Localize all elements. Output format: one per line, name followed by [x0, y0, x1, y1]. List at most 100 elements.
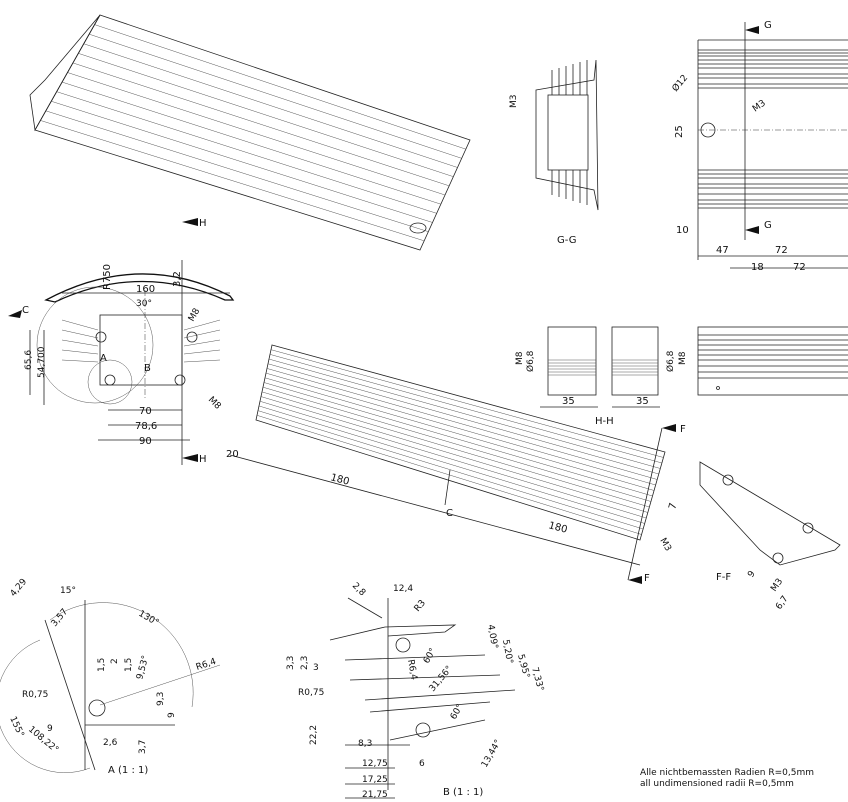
- dia-12: Ø12: [670, 73, 690, 94]
- side-view-fin-lines: [698, 334, 848, 379]
- drawing-line: [183, 339, 221, 347]
- dim-21-75: 21,75: [362, 790, 388, 800]
- drawing-line: [56, 91, 437, 214]
- fins-right: [183, 319, 221, 363]
- section-hh-hatch: [548, 359, 658, 376]
- dia-6-8-left: Ø6,8: [525, 350, 536, 372]
- drawing-line: [72, 62, 450, 187]
- drawing-line: [78, 53, 454, 177]
- angle-108-22: 108,22°: [26, 725, 60, 756]
- drawing-line: [94, 24, 466, 150]
- dim-2: 2: [110, 658, 120, 664]
- radius-6-4-a: R6,4: [195, 657, 218, 673]
- angle-5-20: 5,20°: [500, 639, 514, 665]
- detail-title-b: B (1 : 1): [443, 787, 483, 798]
- drawing-line: [265, 372, 656, 486]
- dim-12-4: 12,4: [393, 584, 413, 594]
- drawing-line: [67, 72, 446, 196]
- dim-78-6: 78,6: [135, 421, 157, 432]
- detail-b-circle: [87, 359, 133, 405]
- top-view-fin-lines: [698, 49, 848, 209]
- dim-54-700: 54,700: [37, 346, 47, 378]
- dim-18: 18: [751, 262, 764, 273]
- section-title-ff: F-F: [716, 572, 731, 583]
- dim-9-b: 9: [47, 724, 53, 734]
- dim-3-57: 3,57: [50, 607, 71, 629]
- detail-title-a: A (1 : 1): [108, 765, 148, 776]
- dim-8-3: 8,3: [358, 739, 372, 749]
- dim-180-right: 180: [547, 520, 568, 536]
- dim-160: 160: [136, 284, 155, 295]
- drawing-line: [61, 329, 99, 339]
- dim-1-5-b: 1,5: [124, 658, 134, 672]
- dim-30deg: 30°: [136, 299, 152, 309]
- drawing-line: [264, 377, 655, 491]
- isometric-view: [29, 14, 471, 251]
- section-marker-c: C: [22, 305, 29, 316]
- screw-channel: [95, 331, 107, 343]
- drawing-line: [266, 368, 658, 480]
- section-marker-c-long: C: [446, 508, 453, 519]
- thread-m3-gg: M3: [509, 95, 519, 109]
- thread-m8-left: M8: [515, 351, 525, 365]
- detail-a-view: 4,29 15° 3,57 130° 1,5 2 1,5 9,53° R6,4 …: [0, 577, 221, 776]
- angle-9-53: 9,53°: [135, 654, 151, 680]
- screw-channel: [104, 374, 116, 386]
- dim-2-6: 2,6: [103, 738, 118, 748]
- dim-3-2: 3,2: [172, 271, 183, 287]
- dim-6-7: 6,7: [774, 594, 790, 611]
- dim-2-3: 2,3: [300, 656, 310, 670]
- dim-12-75: 12,75: [362, 759, 388, 769]
- angle-155: 155°: [7, 715, 25, 739]
- drawing-line: [61, 349, 99, 355]
- dim-6: 6: [419, 759, 425, 769]
- drawing-line: [267, 363, 659, 475]
- thread-m8-top: M8: [187, 307, 203, 324]
- drawing-line: [183, 349, 221, 355]
- dim-9-a: 9: [167, 712, 177, 718]
- screw-channel: [186, 331, 198, 343]
- thread-m3-top: M3: [751, 99, 768, 115]
- angle-13-44: 13,44°: [480, 738, 504, 769]
- detail-a-circle: [36, 286, 154, 404]
- dim-47: 47: [716, 245, 729, 256]
- fins-left: [61, 319, 99, 363]
- drawing-line: [89, 33, 462, 159]
- drawing-line: [269, 354, 662, 464]
- drawing-line: [261, 391, 650, 508]
- radius-0-75-b: R0,75: [298, 688, 324, 698]
- dim-3: 3: [313, 663, 319, 673]
- drawing-line: [183, 359, 221, 363]
- dim-180-left: 180: [329, 472, 350, 488]
- iso-hole: [409, 222, 427, 234]
- section-title-hh: H-H: [595, 416, 614, 427]
- detail-b-view: 2,8 12,4 R3 3,3 2,3 3 R6,4 60° 31,56° 4,…: [286, 581, 545, 800]
- drawing-line: [40, 120, 425, 242]
- screw-channel: [174, 374, 186, 386]
- thread-m3-long: M3: [657, 537, 672, 554]
- dim-20: 20: [226, 449, 239, 460]
- detail-label-a: A: [100, 353, 107, 364]
- dim-72-lower: 72: [793, 262, 806, 273]
- drawing-line: [257, 410, 644, 530]
- drawing-line: [61, 359, 99, 363]
- drawing-line: [45, 110, 429, 232]
- drawing-line: [268, 358, 661, 469]
- angle-60-a: 60°: [422, 647, 439, 666]
- dim-35-left: 35: [562, 396, 575, 407]
- dim-70: 70: [139, 406, 152, 417]
- drawing-line: [262, 386, 652, 502]
- long-fin-lines: [256, 349, 664, 535]
- drawing-line: [258, 405, 645, 524]
- angle-4-09: 4,09°: [485, 624, 499, 650]
- section-marker-g-bottom: G: [764, 220, 772, 231]
- radius-3: R3: [413, 598, 428, 614]
- thread-m3-ff: M3: [769, 577, 785, 594]
- section-marker-g-top: G: [764, 20, 772, 31]
- iso-fin-lines: [40, 24, 466, 242]
- section-gg-fins: [551, 60, 588, 205]
- angle-5-95: 5,95°: [515, 653, 531, 679]
- dim-22-2: 22,2: [309, 725, 319, 745]
